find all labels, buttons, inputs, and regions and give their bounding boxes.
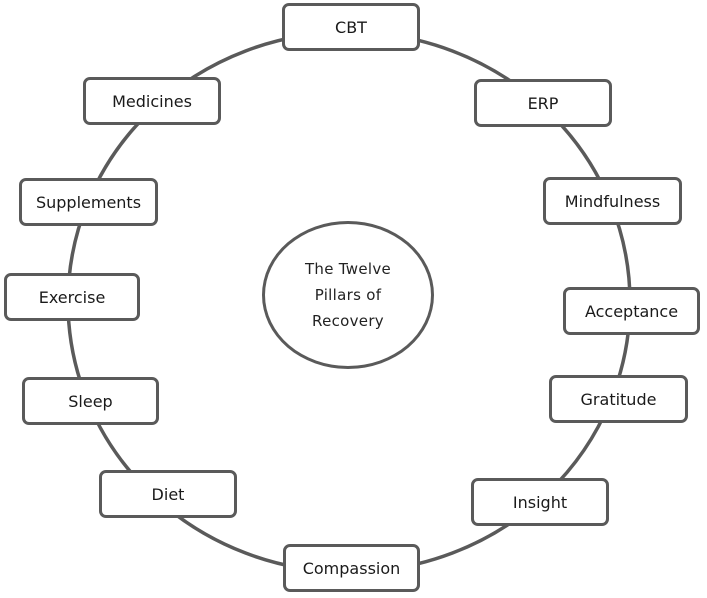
pillar-mindfulness: Mindfulness: [543, 177, 682, 225]
center-title-line-1: The Twelve: [304, 260, 392, 278]
pillar-diet: Diet: [99, 470, 237, 518]
center-title-line-2: Pillars of: [314, 286, 382, 304]
pillar-acceptance: Acceptance: [563, 287, 700, 335]
center-title: The Twelve Pillars of Recovery: [262, 221, 434, 369]
pillar-insight: Insight: [471, 478, 609, 526]
pillar-medicines: Medicines: [83, 77, 221, 125]
pillar-cbt: CBT: [282, 3, 420, 51]
pillar-gratitude: Gratitude: [549, 375, 688, 423]
center-title-line-3: Recovery: [312, 312, 384, 330]
pillar-erp: ERP: [474, 79, 612, 127]
pillar-exercise: Exercise: [4, 273, 140, 321]
pillar-supplements: Supplements: [19, 178, 158, 226]
pillar-sleep: Sleep: [22, 377, 159, 425]
pillar-compassion: Compassion: [283, 544, 420, 592]
